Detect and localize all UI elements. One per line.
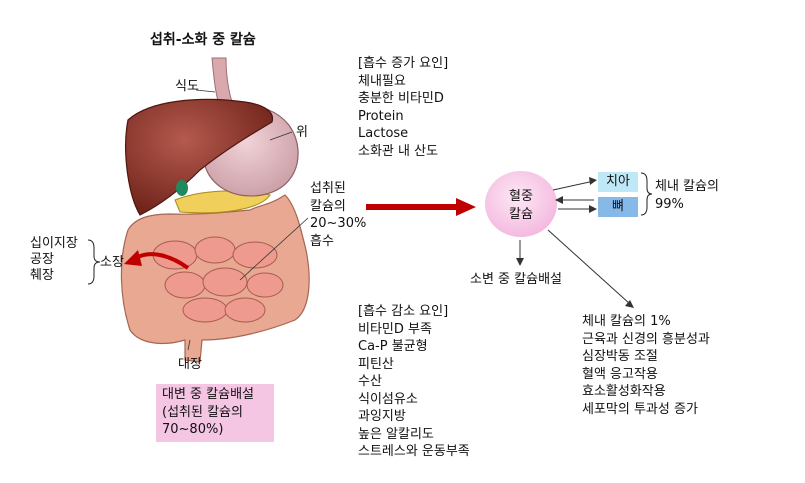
jejunum-label: 공장 — [30, 252, 54, 267]
increase-factor-item: Protein — [358, 108, 404, 124]
duodenum-label: 십이지장 — [30, 236, 78, 251]
decrease-factor-item: 높은 알칼리도 — [358, 426, 434, 442]
blood-calcium-circle — [485, 171, 557, 237]
small-intestine-parts: 십이지장 공장 췌장 — [30, 236, 78, 284]
stomach-label: 위 — [296, 125, 308, 140]
absorption-arrow-head — [456, 198, 476, 216]
function-line: 세포막의 투과성 증가 — [582, 401, 698, 417]
function-line: 심장박동 조절 — [582, 349, 658, 364]
absorption-line: 칼슘의 — [310, 198, 346, 214]
decrease-factor-item: 식이섬유소 — [358, 391, 418, 407]
small-intestine-red-arrow — [135, 252, 190, 270]
pancreas-label: 췌장 — [30, 268, 54, 283]
function-line: 혈액 응고작용 — [582, 366, 658, 382]
absorption-label: 섭취된 칼슘의 20~30% 흡수 — [310, 180, 366, 250]
decrease-factor-item: 수산 — [358, 374, 382, 389]
small-intestine-brace — [87, 239, 101, 285]
body-calcium-99-line: 체내 칼슘의 — [655, 179, 719, 194]
one-percent-functions: 체내 칼슘의 1% 근육과 신경의 흥분성과 심장박동 조절 혈액 응고작용 효… — [582, 313, 710, 418]
blood-calcium-line: 칼슘 — [509, 206, 533, 222]
decrease-factor-item: 스트레스와 운동부족 — [358, 444, 470, 459]
fecal-excretion-box: 대변 중 칼슘배설 (섭취된 칼슘의 70~80%) — [156, 384, 274, 442]
increase-factor-item: 충분한 비타민D — [358, 91, 444, 106]
fecal-excretion-line: (섭취된 칼슘의 — [162, 404, 243, 420]
body-calcium-99-label: 체내 칼슘의 99% — [655, 178, 719, 213]
increase-factor-item: 체내필요 — [358, 73, 406, 89]
increase-factors-header: [흡수 증가 요인] — [358, 56, 449, 71]
function-line: 근육과 신경의 흥분성과 — [582, 331, 710, 347]
small-intestine-shape — [152, 236, 284, 323]
decrease-factor-item: 비타민D 부족 — [358, 321, 432, 337]
large-intestine-label: 대장 — [178, 357, 202, 372]
decrease-factors-header: [흡수 감소 요인] — [358, 304, 449, 319]
blood-calcium-line: 혈중 — [509, 189, 533, 204]
esophagus-label: 식도 — [175, 79, 199, 94]
liver-shape — [125, 98, 274, 216]
diagram-title: 섭취-소화 중 칼슘 — [150, 32, 256, 48]
small-intestine-label: 소장 — [100, 255, 124, 270]
absorption-line: 흡수 — [310, 233, 334, 249]
gallbladder-shape — [176, 180, 188, 196]
increase-factor-item: Lactose — [358, 126, 409, 141]
increase-factor-item: 소화관 내 산도 — [358, 143, 439, 159]
bone-box: 뼈 — [598, 197, 638, 217]
decrease-factor-item: 피틴산 — [358, 356, 394, 372]
teeth-box: 치아 — [598, 172, 638, 192]
fecal-excretion-line: 대변 중 칼슘배설 — [162, 387, 254, 402]
absorption-line: 섭취된 — [310, 181, 346, 196]
body-calcium-99-line: 99% — [655, 196, 684, 212]
decrease-factor-item: Ca-P 불균형 — [358, 339, 428, 354]
urine-excretion-label: 소변 중 칼슘배설 — [470, 272, 562, 287]
bone-teeth-brace — [640, 172, 653, 216]
function-line: 체내 칼슘의 1% — [582, 314, 671, 329]
fecal-excretion-line: 70~80%) — [162, 422, 224, 437]
absorption-line: 20~30% — [310, 216, 367, 231]
function-line: 효소활성화작용 — [582, 384, 666, 399]
decrease-factors: [흡수 감소 요인] 비타민D 부족 Ca-P 불균형 피틴산 수산 식이섬유소… — [358, 303, 470, 461]
increase-factors: [흡수 증가 요인] 체내필요 충분한 비타민D Protein Lactose… — [358, 55, 448, 160]
decrease-factor-item: 과잉지방 — [358, 409, 406, 424]
blood-calcium-label: 혈중 칼슘 — [503, 188, 539, 223]
